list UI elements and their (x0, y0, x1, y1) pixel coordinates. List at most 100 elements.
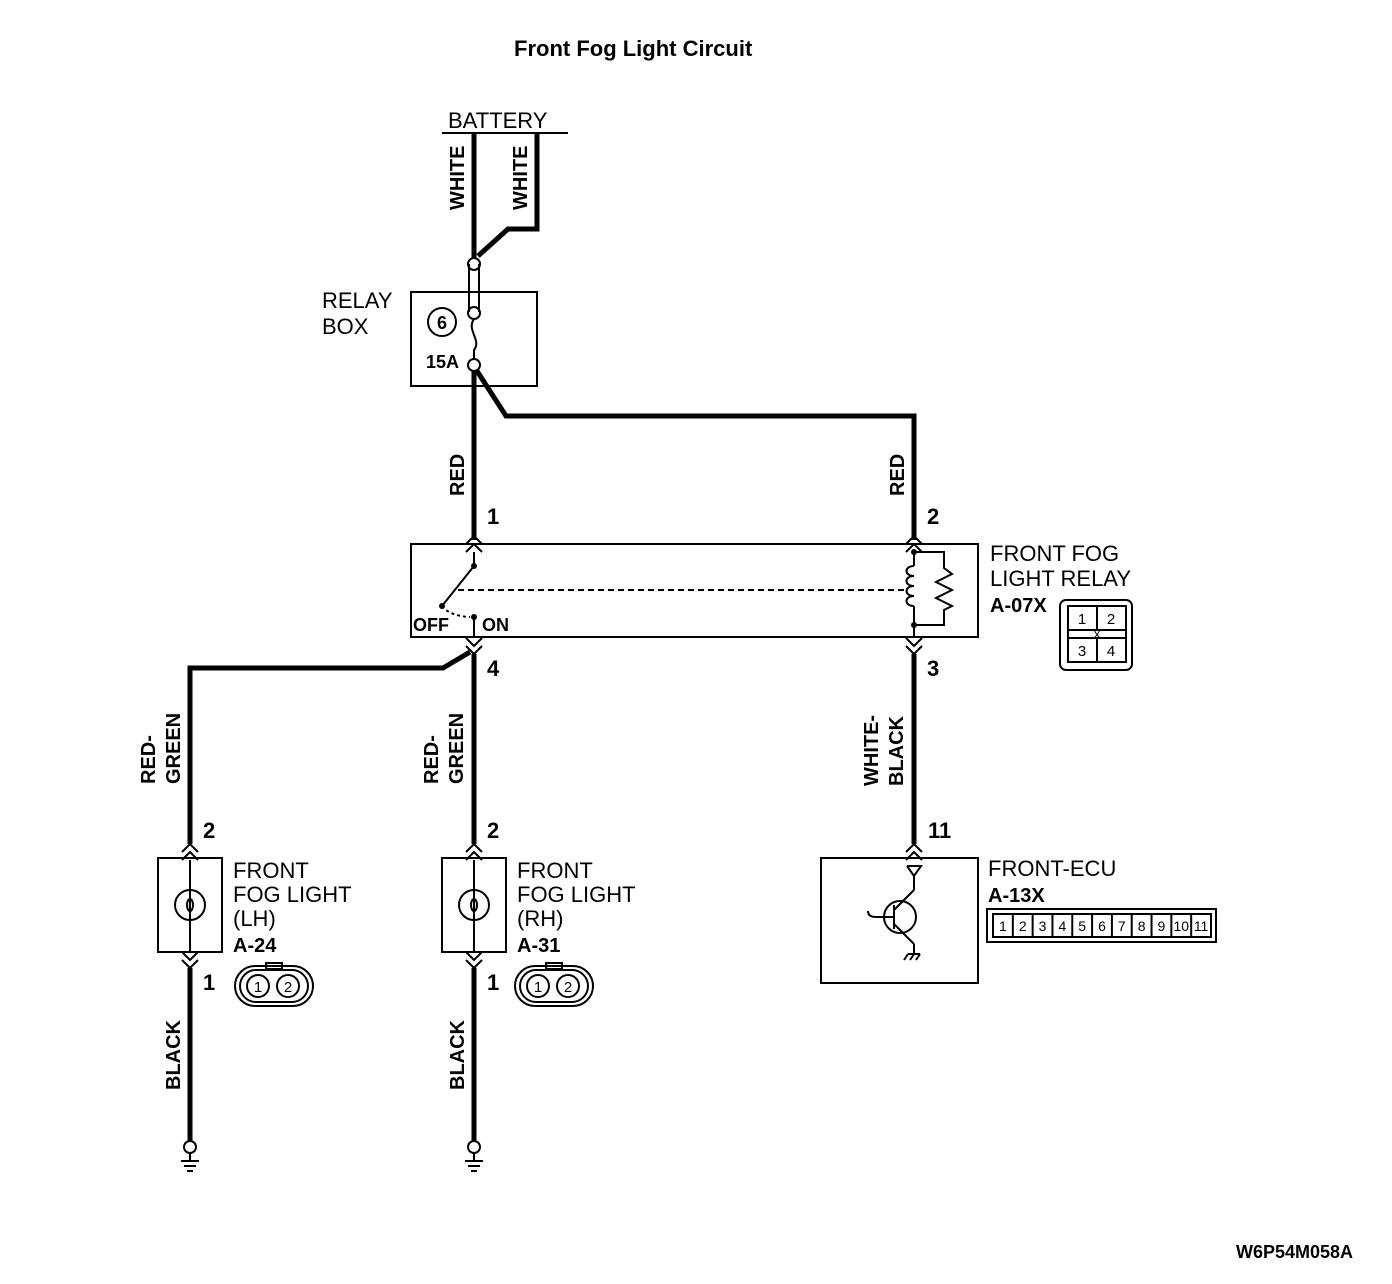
ecu-label: FRONT-ECU (988, 856, 1116, 881)
switch-arm (441, 565, 475, 607)
fog-rh-conn-pin-2: 2 (564, 979, 572, 996)
fuse-rating: 15A (426, 352, 459, 372)
diagram-title: Front Fog Light Circuit (514, 36, 753, 61)
diagram-code: W6P54M058A (1236, 1242, 1353, 1262)
relay-code: A-07X (990, 595, 1047, 617)
fog-rh-filament-icon (470, 898, 478, 912)
ecu-transistor-icon (867, 865, 923, 961)
wire-label-red-right: RED (887, 454, 909, 496)
wire-label-rg-left-2: GREEN (163, 713, 185, 784)
relay-box-outline (410, 543, 979, 638)
fuse-number-circle (427, 307, 457, 337)
relay-coil-icon (905, 565, 915, 607)
wire-label-rg-mid-1: RED- (421, 735, 443, 784)
fog-lh-label-2: FOG LIGHT (233, 882, 352, 907)
fog-rh-label-3: (RH) (517, 906, 563, 931)
battery-label: BATTERY (448, 108, 548, 133)
fog-rh-label-2: FOG LIGHT (517, 882, 636, 907)
wire-label-black-left: BLACK (163, 1019, 185, 1090)
relay-pin2-arrow-icon (905, 542, 923, 553)
ecu-conn-pin-1: 1 (999, 918, 1007, 934)
relay-connector-face: 1 2 X 3 4 (1059, 599, 1133, 671)
fog-lh-arrow-top-icon (181, 842, 199, 853)
relay-conn-pin-2: 2 (1107, 611, 1115, 628)
relay-resistor-icon (914, 551, 955, 626)
wire-label-wb-2: BLACK (886, 715, 908, 786)
ecu-box (820, 857, 979, 984)
ecu-conn-pin-2: 2 (1019, 918, 1027, 934)
relay-on-label: ON (482, 615, 509, 635)
wire-label-bat-left: WHITE (447, 146, 469, 210)
ecu-conn-pin-8: 8 (1138, 918, 1146, 934)
fuse-element-icon (470, 318, 478, 359)
fog-rh-pin-top: 2 (487, 818, 499, 843)
relay-label-1: FRONT FOG (990, 541, 1119, 566)
wire-red-green-left (187, 649, 472, 844)
ecu-conn-pin-9: 9 (1158, 918, 1166, 934)
fog-rh-conn-pin-1: 1 (534, 979, 542, 996)
relay-pin-3: 3 (927, 656, 939, 681)
fog-lh-label-1: FRONT (233, 858, 309, 883)
wire-label-black-mid: BLACK (447, 1019, 469, 1090)
relay-pin1-arrow-outer-icon (465, 534, 483, 545)
ecu-arrow-icon (905, 842, 923, 853)
ground-terminal-left (183, 1140, 197, 1154)
ecu-conn-pin-7: 7 (1118, 918, 1126, 934)
ground-mid-icon (465, 1153, 483, 1172)
wire-battery-right (476, 133, 540, 258)
wire-label-bat-right: WHITE (510, 146, 532, 210)
fog-lh-connector-face: 1 2 (234, 962, 314, 1007)
ecu-conn-pin-6: 6 (1098, 918, 1106, 934)
fog-lh-label-3: (LH) (233, 906, 276, 931)
ecu-conn-pin-4: 4 (1058, 918, 1066, 934)
wire-label-wb-1: WHITE- (861, 715, 883, 786)
fog-lh-conn-pin-1: 1 (254, 979, 262, 996)
ecu-conn-pin-3: 3 (1039, 918, 1047, 934)
fog-rh-connector-face: 1 2 (514, 962, 594, 1007)
ecu-conn-pin-10: 10 (1173, 918, 1189, 934)
relay-conn-x: X (1093, 628, 1101, 642)
fog-rh-label-1: FRONT (517, 858, 593, 883)
relay-pin-4: 4 (487, 656, 500, 681)
wire-red-right (474, 369, 917, 540)
fog-lh-conn-pin-2: 2 (284, 979, 292, 996)
fog-rh-arrow-top-icon (465, 842, 483, 853)
fog-lh-code: A-24 (233, 935, 277, 957)
relay-pin2-arrow-outer-icon (905, 534, 923, 545)
fuse-terminal-bottom (467, 358, 481, 372)
relay-pin3-arrow-icon (905, 637, 923, 648)
fog-rh-code: A-31 (517, 935, 560, 957)
ground-terminal-mid (467, 1140, 481, 1154)
ecu-code: A-13X (988, 885, 1045, 907)
fog-rh-arrow-bot-icon (465, 951, 483, 962)
relay-pin1-arrow-icon (465, 542, 483, 553)
fog-lh-pin-bottom: 1 (203, 970, 215, 995)
fuse-terminal-mid (467, 306, 481, 320)
wire-label-rg-left-1: RED- (138, 735, 160, 784)
ecu-conn-pin-11: 11 (1194, 918, 1209, 934)
fog-lh-arrow-bot-icon (181, 951, 199, 962)
fog-lh-pin-top: 2 (203, 818, 215, 843)
ecu-conn-pin-5: 5 (1078, 918, 1086, 934)
relay-off-label: OFF (413, 615, 449, 635)
relay-conn-pin-4: 4 (1107, 643, 1115, 660)
relay-conn-pin-1: 1 (1078, 611, 1086, 628)
relay-label-2: LIGHT RELAY (990, 566, 1131, 591)
relay-conn-pin-3: 3 (1078, 643, 1086, 660)
relay-pin-1: 1 (487, 504, 499, 529)
ground-left-icon (181, 1153, 199, 1172)
fog-rh-pin-bottom: 1 (487, 970, 499, 995)
ecu-pin: 11 (928, 818, 951, 843)
relay-box-label-1: RELAY (322, 288, 393, 313)
fog-rh-bulb-icon (458, 889, 490, 921)
wire-label-rg-mid-2: GREEN (446, 713, 468, 784)
wire-label-red-left: RED (447, 454, 469, 496)
relay-box-label-2: BOX (322, 314, 369, 339)
relay-pin-2: 2 (927, 504, 939, 529)
relay-pin4-arrow-icon (465, 637, 483, 648)
fog-lh-bulb-icon (174, 889, 206, 921)
fog-lh-filament-icon (186, 898, 194, 912)
switch-travel (441, 605, 471, 618)
